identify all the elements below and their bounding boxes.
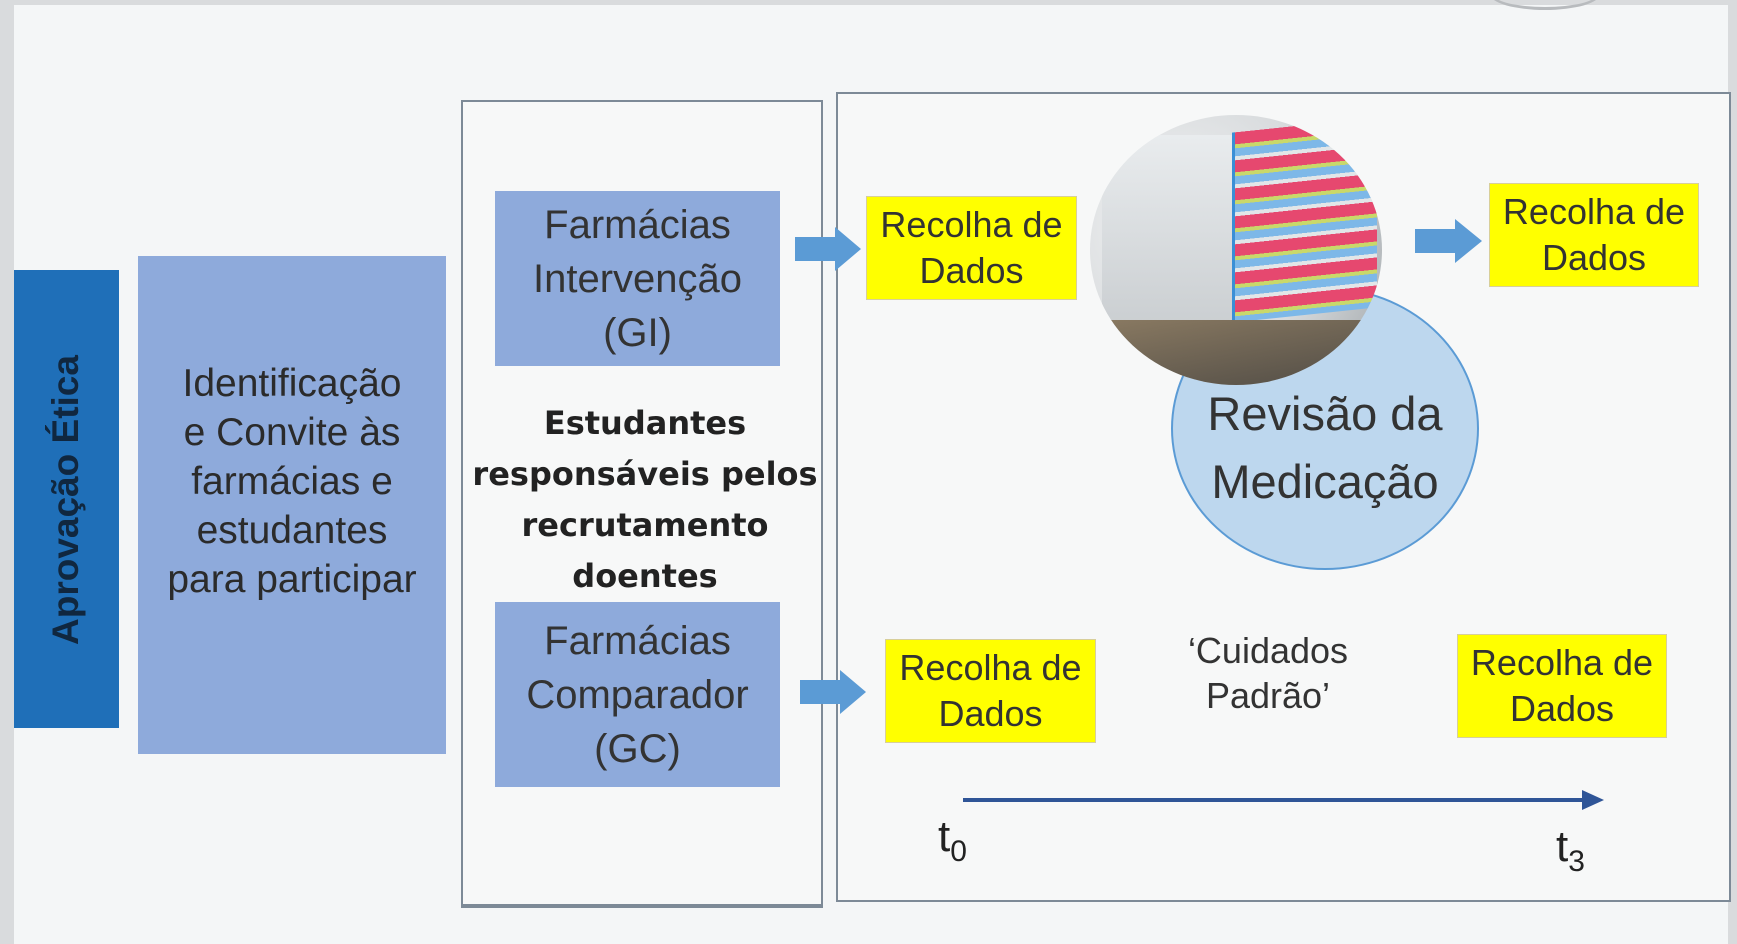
- medication-review-line: Medicação: [1211, 455, 1439, 508]
- invitation-box: Identificação e Convite às farmácias e e…: [138, 256, 446, 754]
- students-line: Estudantes: [543, 404, 747, 442]
- invitation-text: Identificação e Convite às farmácias e e…: [167, 359, 416, 604]
- students-responsible-text: Estudantes responsáveis pelos recrutamen…: [470, 398, 820, 602]
- standard-care-text: ‘Cuidados Padrão’: [1158, 628, 1378, 718]
- data-collection-gi-baseline: Recolha de Dados: [866, 196, 1077, 300]
- students-line: doentes: [572, 557, 718, 595]
- medication-review-text: Revisão da Medicação: [1171, 380, 1479, 516]
- data-collection-line: Dados: [1541, 237, 1647, 278]
- standard-care-line: Padrão’: [1205, 675, 1331, 716]
- intervention-line: Intervenção: [532, 256, 743, 301]
- invitation-line: estudantes: [196, 508, 388, 552]
- standard-care-line: ‘Cuidados: [1187, 630, 1349, 671]
- comparator-line: Comparador: [526, 672, 749, 717]
- students-line: responsáveis pelos: [472, 455, 818, 493]
- intervention-pharmacies-text: Farmácias Intervenção (GI): [533, 198, 742, 360]
- students-line: recrutamento: [521, 506, 769, 544]
- arrow-gc-to-data: [800, 670, 866, 714]
- medication-review-line: Revisão da: [1207, 387, 1443, 440]
- arrow-review-to-data: [1415, 219, 1482, 263]
- ethics-approval-box: [14, 270, 119, 728]
- pharmacy-photo-icon: [1090, 115, 1382, 385]
- intervention-line: (GI): [603, 310, 672, 355]
- invitation-line: Identificação: [182, 361, 402, 405]
- right-border: [1728, 0, 1737, 944]
- data-collection-line: Dados: [1509, 688, 1615, 729]
- timeline-end-label: t3: [1556, 822, 1585, 878]
- photo-wall: [1102, 135, 1232, 335]
- data-collection-line: Recolha de: [880, 204, 1063, 245]
- data-collection-line: Recolha de: [1470, 642, 1654, 683]
- invitation-line: e Convite às: [183, 410, 401, 454]
- intervention-pharmacies-box: Farmácias Intervenção (GI): [495, 191, 780, 366]
- invitation-line: para participar: [167, 557, 417, 601]
- data-collection-line: Recolha de: [899, 647, 1082, 688]
- left-border: [0, 0, 14, 944]
- data-collection-line: Dados: [938, 693, 1043, 734]
- data-collection-line: Recolha de: [1502, 191, 1686, 232]
- comparator-pharmacies-box: Farmácias Comparador (GC): [495, 602, 780, 787]
- invitation-line: farmácias e: [191, 459, 393, 503]
- data-collection-gc-baseline: Recolha de Dados: [885, 639, 1096, 743]
- timeline-start-label: t0: [938, 812, 967, 868]
- top-border: [0, 0, 1737, 5]
- intervention-line: Farmácias: [544, 202, 731, 247]
- data-collection-gi-final: Recolha de Dados: [1489, 183, 1699, 287]
- comparator-line: (GC): [594, 726, 681, 771]
- data-collection-gc-final: Recolha de Dados: [1457, 634, 1667, 738]
- arrow-gi-to-data: [795, 227, 861, 271]
- photo-floor: [1090, 320, 1382, 385]
- timeline-arrow-head: [1582, 790, 1604, 810]
- data-collection-line: Dados: [919, 250, 1024, 291]
- comparator-line: Farmácias: [544, 618, 731, 663]
- comparator-pharmacies-text: Farmácias Comparador (GC): [526, 614, 748, 776]
